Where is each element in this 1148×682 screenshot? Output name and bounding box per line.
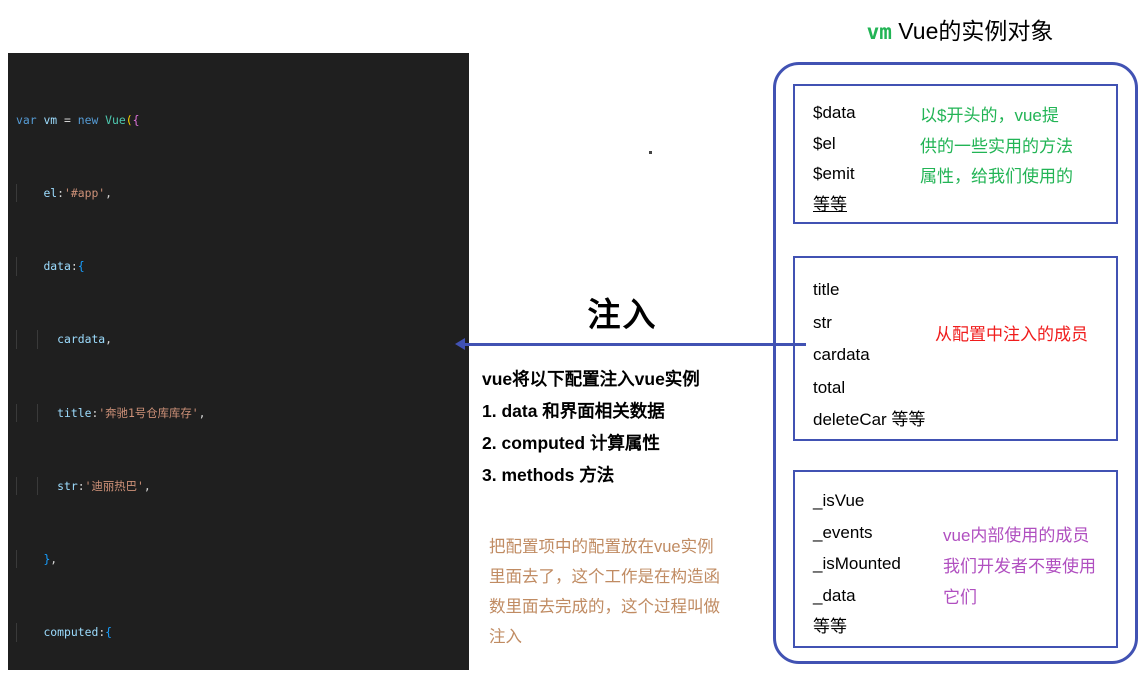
- vm-keyword: vm: [866, 20, 892, 44]
- vm-instance-title: vm Vue的实例对象: [772, 12, 1148, 46]
- injection-list-item: 2. computed 计算属性: [482, 433, 660, 453]
- member-etc: 等等: [813, 617, 847, 636]
- stray-dot-artifact: [649, 151, 652, 154]
- code-line: },: [8, 550, 469, 569]
- config-members-list: title str cardata total deleteCar 等等: [813, 274, 925, 437]
- config-members-box: title str cardata total deleteCar 等等 从配置…: [793, 256, 1118, 441]
- member-name: _isMounted: [813, 554, 901, 573]
- config-members-description: 从配置中注入的成员: [935, 320, 1088, 351]
- vm-title-text: Vue的实例对象: [898, 18, 1054, 44]
- member-name: cardata: [813, 345, 870, 364]
- injection-explanation-note: 把配置项中的配置放在vue实例 里面去了，这个工作是在构造函 数里面去完成的，这…: [489, 532, 764, 652]
- code-line: str:'迪丽热巴',: [8, 476, 469, 496]
- description-line: 以$开头的，vue提: [920, 106, 1059, 125]
- member-name: _isVue: [813, 491, 865, 510]
- code-editor-lines: var vm = new Vue({ el:'#app', data:{ car…: [8, 56, 469, 670]
- code-line: title:'奔驰1号仓库库存',: [8, 403, 469, 422]
- vm-instance-container: [773, 62, 1138, 664]
- code-editor-panel[interactable]: var vm = new Vue({ el:'#app', data:{ car…: [8, 53, 469, 670]
- member-name: $emit: [813, 164, 855, 183]
- description-line: vue内部使用的成员: [943, 526, 1090, 545]
- member-name: $data: [813, 103, 856, 122]
- injection-arrow-head-icon: [455, 338, 465, 350]
- code-line: cardata,: [8, 330, 469, 349]
- member-name: str: [813, 312, 832, 332]
- member-name: title: [813, 280, 840, 299]
- note-line: 数里面去完成的，这个过程叫做: [489, 598, 720, 616]
- member-name: $el: [813, 133, 836, 153]
- member-name: _data: [813, 585, 856, 605]
- injection-arrow-line: [462, 343, 806, 346]
- dollar-members-description: 以$开头的，vue提 供的一些实用的方法 属性，给我们使用的: [920, 101, 1073, 193]
- code-line: computed:{: [8, 623, 469, 642]
- dollar-members-box: $data $el $emit 等等 以$开头的，vue提 供的一些实用的方法 …: [793, 84, 1118, 224]
- description-line: 它们: [943, 588, 977, 607]
- injection-list-item: 1. data 和界面相关数据: [482, 401, 665, 421]
- code-line: data:{: [8, 257, 469, 276]
- member-etc: deleteCar 等等: [813, 410, 926, 429]
- injection-list-item: 3. methods 方法: [482, 465, 615, 485]
- private-members-description: vue内部使用的成员 我们开发者不要使用 它们: [943, 520, 1096, 613]
- description-line: 供的一些实用的方法: [920, 136, 1073, 156]
- member-name: total: [813, 377, 846, 397]
- description-line: 从配置中注入的成员: [935, 325, 1088, 344]
- dollar-members-list: $data $el $emit 等等: [813, 98, 856, 220]
- injection-config-list: vue将以下配置注入vue实例 1. data 和界面相关数据 2. compu…: [482, 363, 772, 491]
- private-members-box: _isVue _events _isMounted _data 等等 vue内部…: [793, 470, 1118, 648]
- member-etc: 等等: [813, 194, 847, 214]
- note-line: 里面去了，这个工作是在构造函: [489, 568, 720, 586]
- private-members-list: _isVue _events _isMounted _data 等等: [813, 485, 901, 643]
- note-line: 注入: [489, 628, 522, 646]
- note-line: 把配置项中的配置放在vue实例: [489, 538, 714, 556]
- injection-list-heading: vue将以下配置注入vue实例: [482, 369, 700, 389]
- injection-title: 注入: [587, 296, 658, 333]
- code-line: var vm = new Vue({: [16, 112, 140, 127]
- code-line: el:'#app',: [8, 184, 469, 203]
- member-name: _events: [813, 522, 873, 542]
- description-line: 属性，给我们使用的: [920, 167, 1073, 186]
- description-line: 我们开发者不要使用: [943, 557, 1096, 576]
